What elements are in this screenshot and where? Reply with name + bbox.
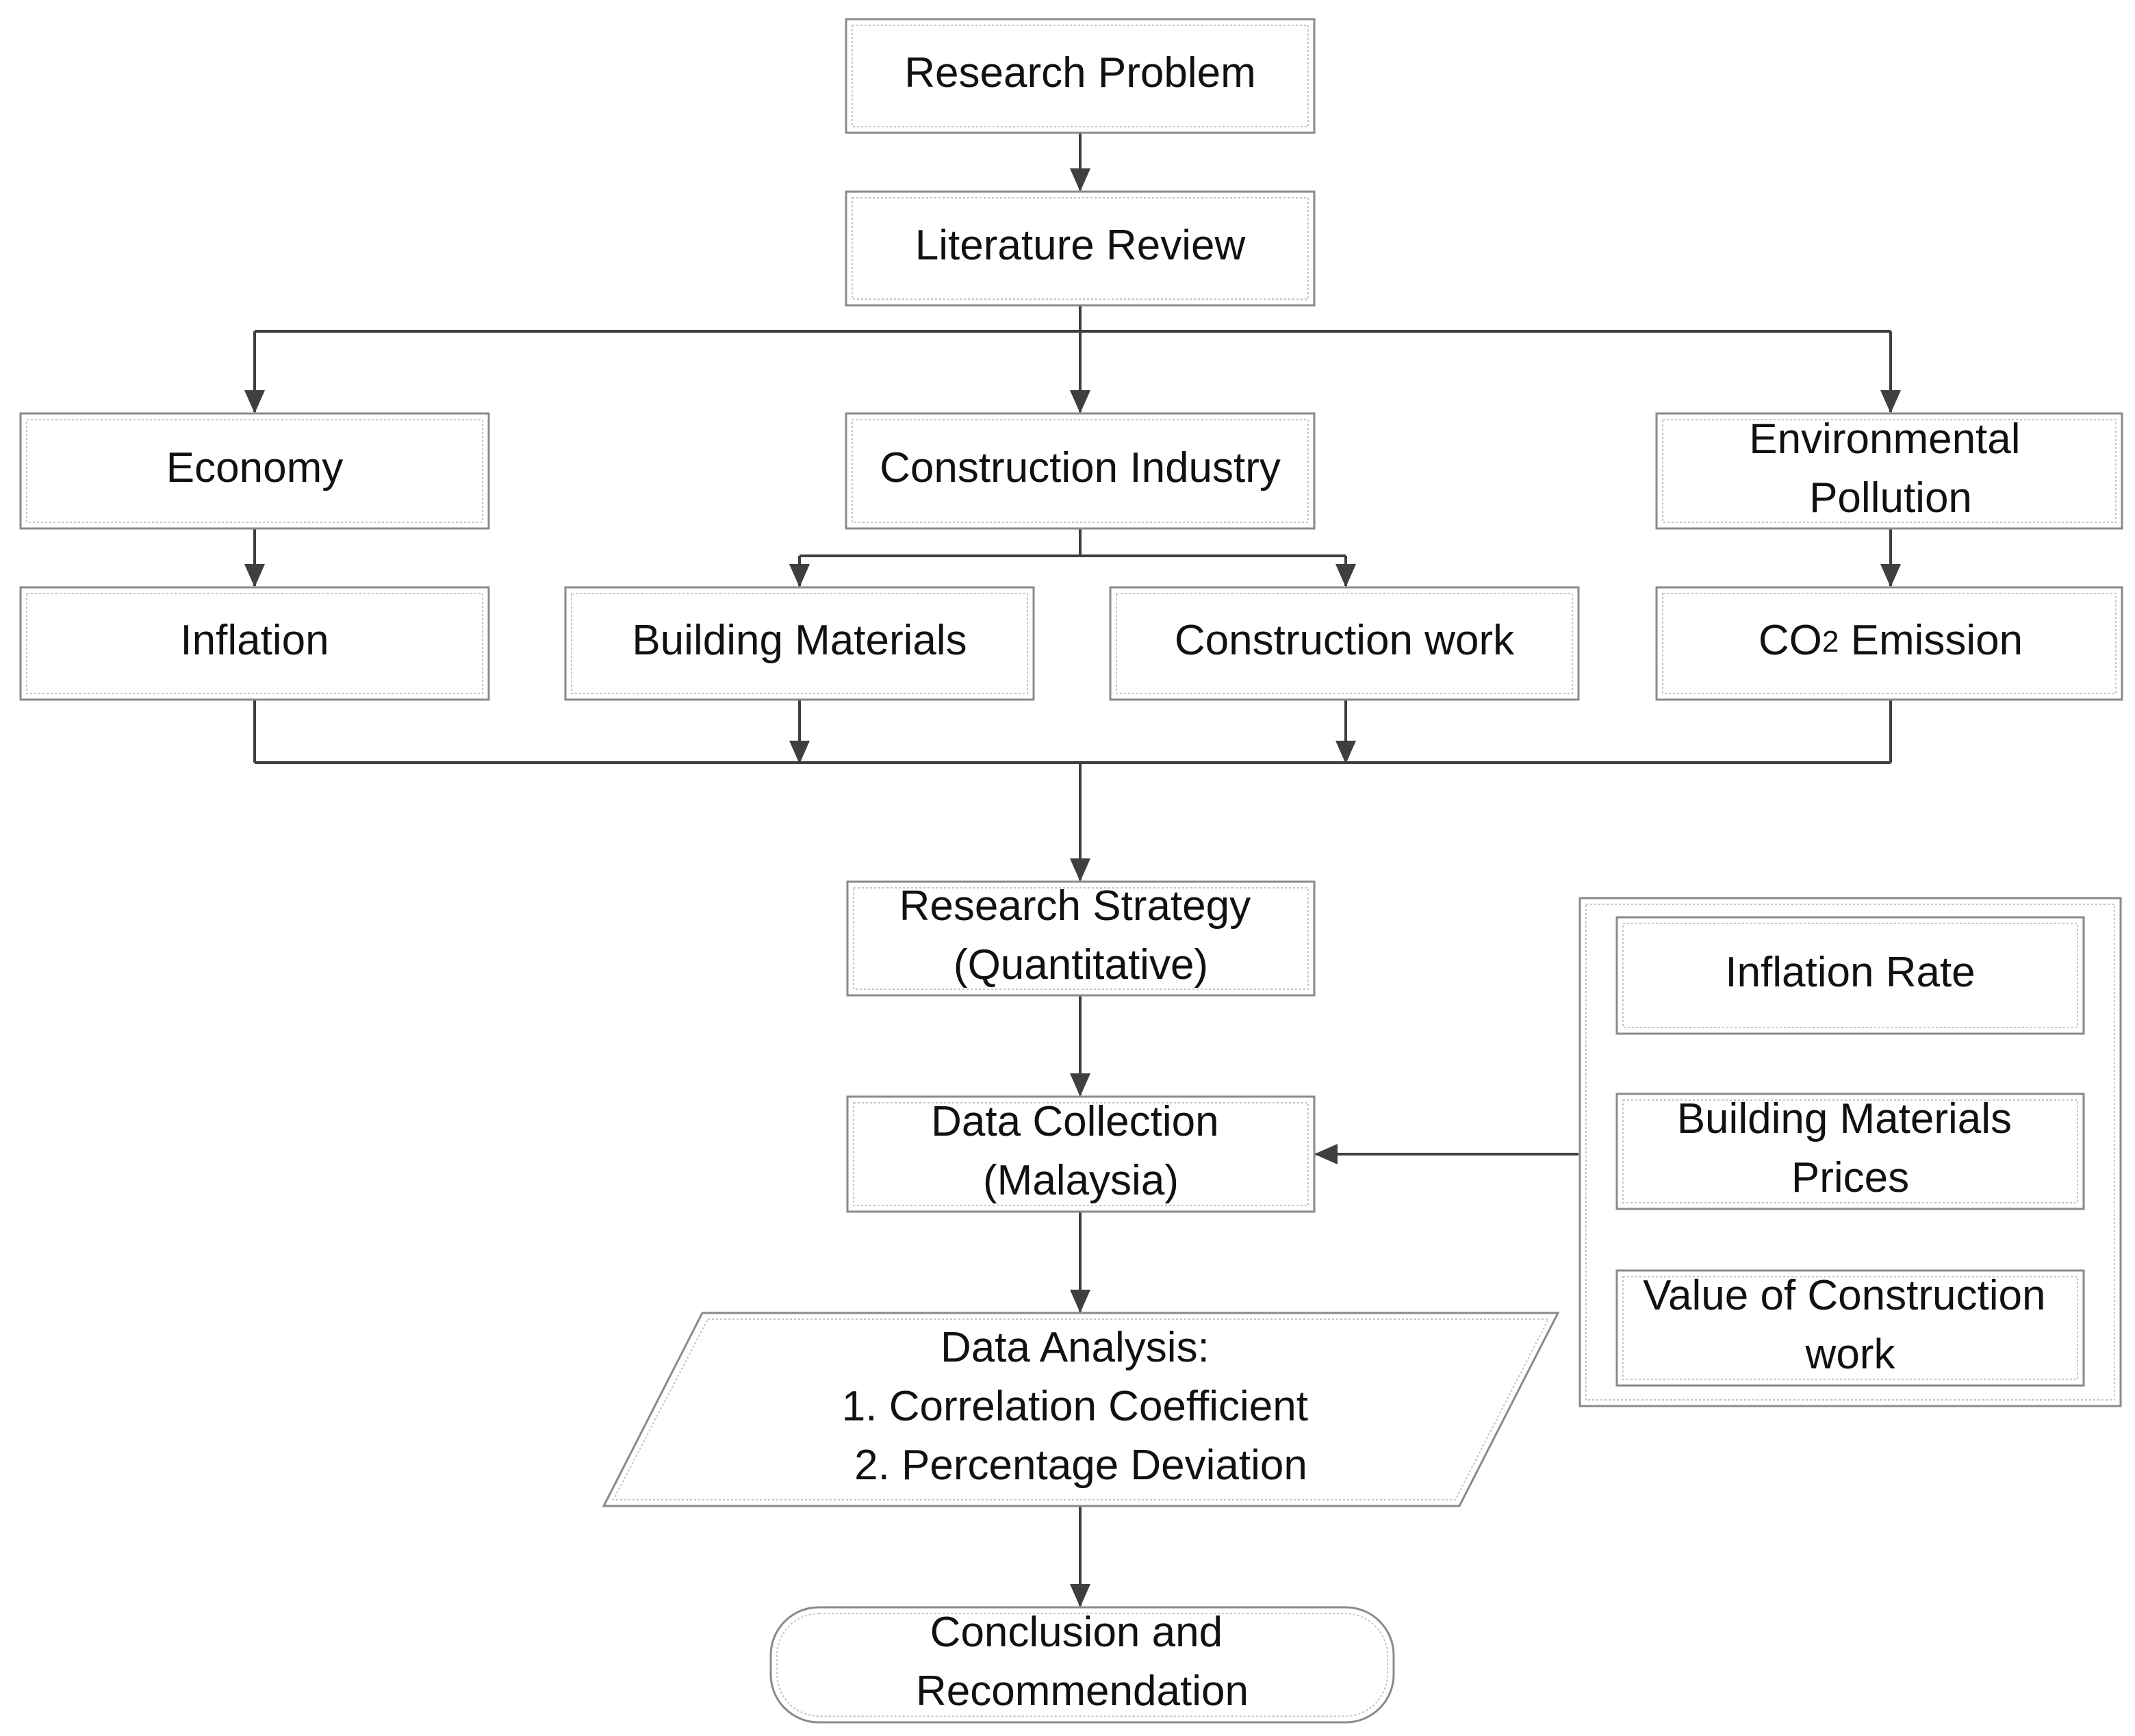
node-label-line: Inflation Rate <box>1725 949 1975 996</box>
node-label: Building Materials Prices <box>1677 1095 2024 1201</box>
node-inflation-rate: Inflation Rate <box>1615 916 2085 1035</box>
node-label: Research Strategy (Quantitative) <box>899 882 1263 988</box>
node-label-line: Construction Industry <box>880 444 1281 492</box>
node-label: Value of Construction work <box>1643 1272 2057 1378</box>
node-label: Building Materials <box>632 617 967 664</box>
node-construction-industry: Construction Industry <box>845 412 1316 530</box>
node-research-problem: Research Problem <box>845 18 1316 134</box>
node-label-line: Building Materials <box>632 617 967 664</box>
node-inflation: Inflation <box>19 586 490 701</box>
node-label: Conclusion and Recommendation <box>916 1609 1249 1715</box>
node-literature-review: Literature Review <box>845 190 1316 307</box>
node-label-line: 2. Percentage Deviation <box>854 1442 1307 1489</box>
node-label: Construction work <box>1175 617 1515 664</box>
node-data-collection: Data Collection (Malaysia) <box>846 1095 1316 1213</box>
node-label: Data Collection (Malaysia) <box>931 1098 1231 1204</box>
node-label-line: Conclusion and <box>930 1609 1223 1656</box>
node-value-of-construction-work: Value of Construction work <box>1615 1269 2085 1387</box>
node-label: Construction Industry <box>880 444 1281 492</box>
node-label-line: Building Materials <box>1677 1095 2012 1143</box>
node-economy: Economy <box>19 412 490 530</box>
node-label: CO2 Emission <box>1759 617 2023 664</box>
node-construction-work: Construction work <box>1109 586 1580 701</box>
node-label: Environmental Pollution <box>1749 416 2032 522</box>
node-label-line: Environmental <box>1749 416 2020 463</box>
node-label-line: Research Problem <box>904 49 1255 97</box>
node-label-line: Value of Construction <box>1643 1272 2045 1319</box>
node-label: Research Problem <box>904 49 1255 97</box>
co2-prefix: CO <box>1759 617 1822 664</box>
node-label-line: Literature Review <box>915 222 1246 269</box>
node-label-line: (Quantitative) <box>954 941 1208 988</box>
node-label-line: Inflation <box>180 617 329 664</box>
node-label: Economy <box>166 444 343 492</box>
node-label-line: Construction work <box>1175 617 1515 664</box>
node-label-line: Data Analysis: <box>941 1324 1210 1371</box>
co2-suffix: Emission <box>1839 617 2023 664</box>
node-label: Inflation Rate <box>1725 949 1975 996</box>
node-label-line: 1. Correlation Coefficient <box>842 1383 1308 1430</box>
node-label-line: Pollution <box>1809 474 1972 522</box>
node-environmental-pollution: Environmental Pollution <box>1655 412 2123 530</box>
co2-subscript: 2 <box>1822 625 1839 659</box>
node-label-line: Research Strategy <box>899 882 1251 930</box>
node-label-line: (Malaysia) <box>983 1157 1179 1204</box>
node-label-line: work <box>1805 1331 1896 1378</box>
node-building-materials: Building Materials <box>564 586 1035 701</box>
node-label: Data Analysis: 1. Correlation Coefficien… <box>842 1324 1320 1489</box>
node-conclusion: Conclusion and Recommendation <box>769 1606 1395 1724</box>
node-label-line: Data Collection <box>931 1098 1218 1145</box>
node-building-materials-prices: Building Materials Prices <box>1615 1093 2085 1210</box>
node-label-line: Prices <box>1791 1154 1909 1201</box>
node-co2-emission: CO2 Emission <box>1655 586 2123 701</box>
data-sources-group: Inflation Rate Building Materials Prices… <box>1578 897 2122 1407</box>
node-data-analysis: Data Analysis: 1. Correlation Coefficien… <box>602 1312 1560 1507</box>
node-label-line: Economy <box>166 444 343 492</box>
node-label-line: Recommendation <box>916 1668 1249 1715</box>
node-label: Inflation <box>180 617 329 664</box>
node-research-strategy: Research Strategy (Quantitative) <box>846 880 1316 997</box>
connectors <box>244 133 1901 1607</box>
node-label: Literature Review <box>915 222 1246 269</box>
